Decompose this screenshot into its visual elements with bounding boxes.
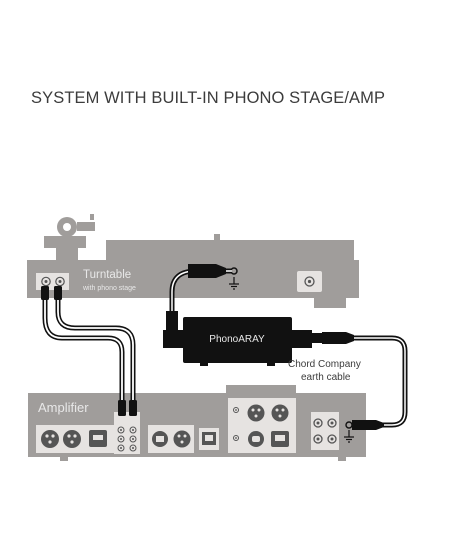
optical-socket-icon	[152, 431, 168, 447]
page-title: SYSTEM WITH BUILT-IN PHONO STAGE/AMP	[31, 89, 386, 107]
earth-ground-icon	[344, 430, 354, 443]
earth-ground-icon	[229, 277, 239, 290]
tonearm	[44, 214, 95, 260]
phonoaray-label: PhonoARAY	[209, 334, 265, 345]
xlr-socket-icon	[247, 404, 265, 422]
earth-cable-label-line2: earth cable	[301, 372, 351, 383]
turntable-sublabel: with phono stage	[82, 285, 136, 292]
xlr-socket-icon	[41, 430, 59, 448]
amplifier: Amplifier	[28, 385, 366, 461]
rca-socket-icon	[41, 276, 51, 287]
turntable: Turntable with phono stage	[27, 214, 359, 308]
usb-socket-icon	[89, 430, 107, 447]
ethernet-socket-icon	[202, 432, 216, 445]
optical-socket-icon	[248, 431, 264, 447]
usb-socket-icon	[271, 431, 289, 447]
earth-cable-label-line1: Chord Company	[288, 359, 361, 370]
turntable-label: Turntable	[83, 269, 131, 281]
phonoaray-unit: PhonoARAY	[163, 317, 312, 366]
xlr-socket-icon	[271, 404, 289, 422]
amplifier-label: Amplifier	[38, 400, 89, 415]
rca-socket-icon	[55, 276, 65, 287]
xlr-socket-icon	[173, 430, 191, 448]
rca-interconnect-cable	[42, 294, 136, 405]
earth-cable	[312, 332, 408, 430]
xlr-socket-icon	[63, 430, 81, 448]
